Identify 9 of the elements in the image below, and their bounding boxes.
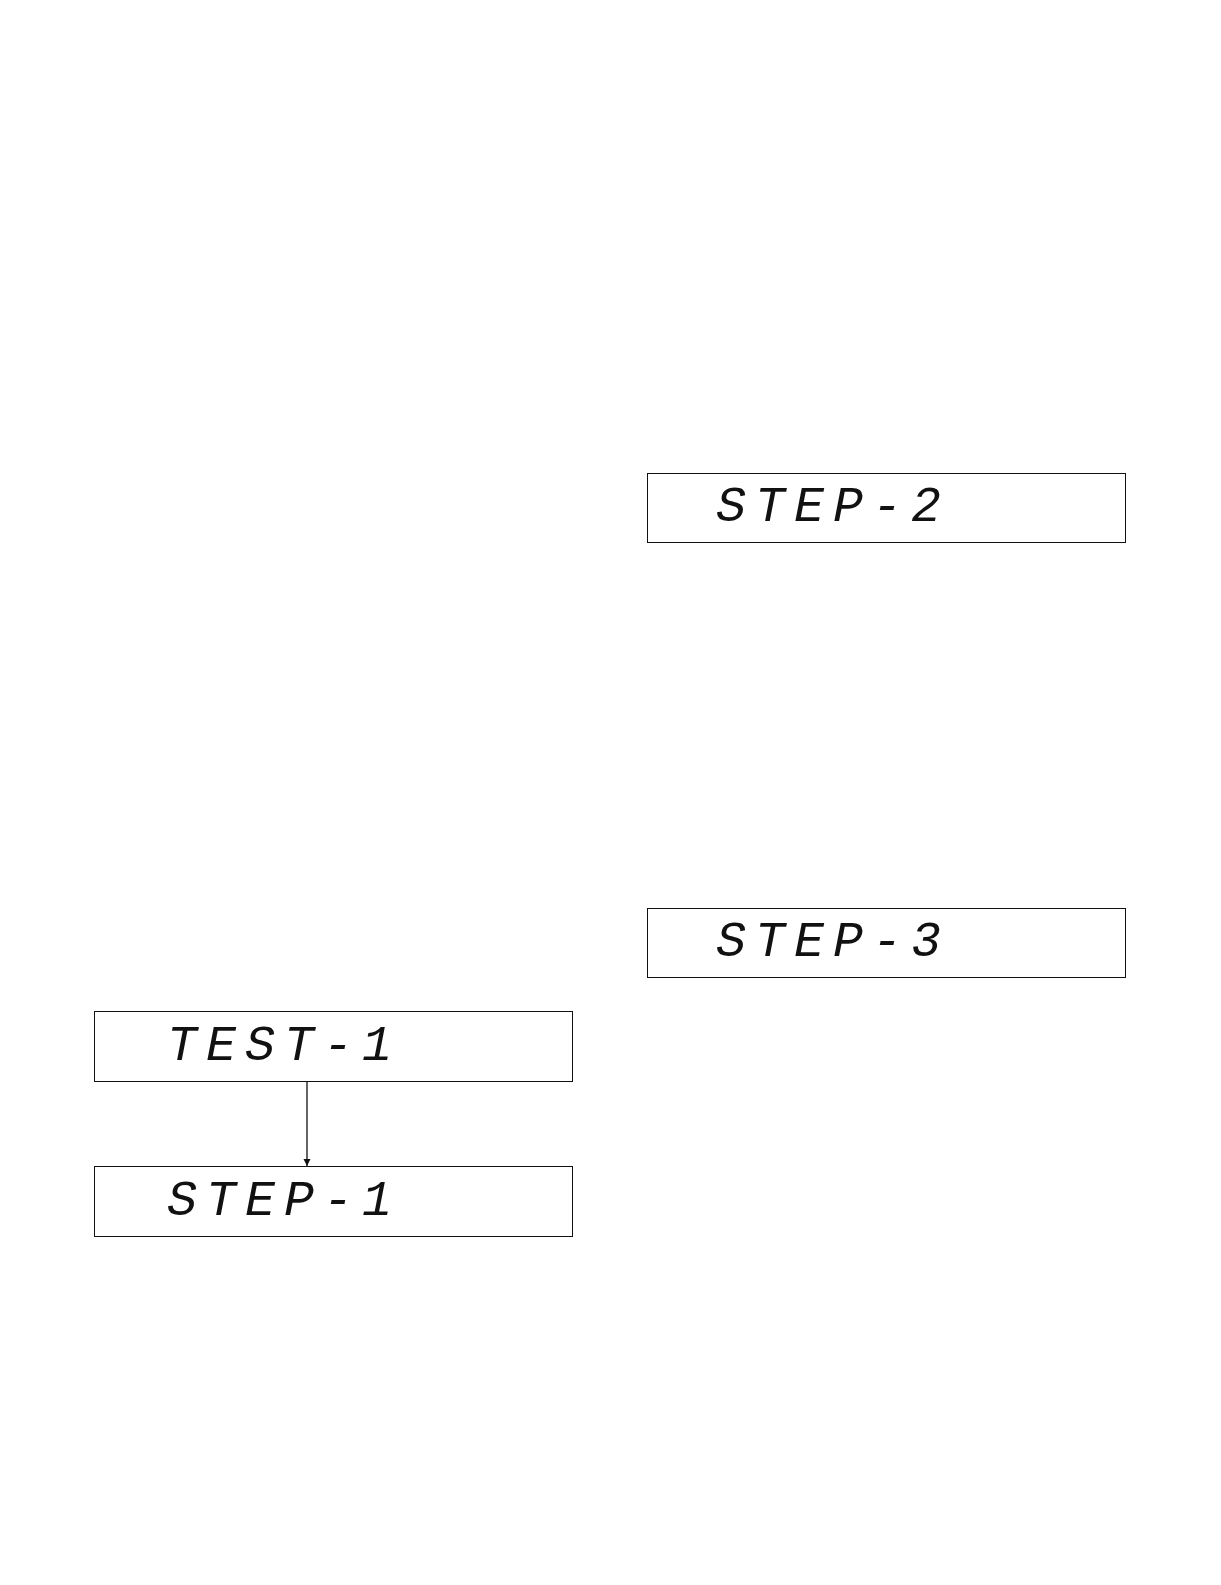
display-readout: TEST-1: [167, 1022, 402, 1072]
arrow: [303, 1081, 311, 1167]
display-panel: [647, 908, 1126, 978]
display-readout: STEP-3: [716, 918, 951, 968]
display-panel: [94, 1011, 573, 1082]
display-panel: [94, 1166, 573, 1237]
display-panel: [647, 473, 1126, 543]
display-readout: STEP-1: [167, 1177, 402, 1227]
display-readout: STEP-2: [716, 483, 951, 533]
